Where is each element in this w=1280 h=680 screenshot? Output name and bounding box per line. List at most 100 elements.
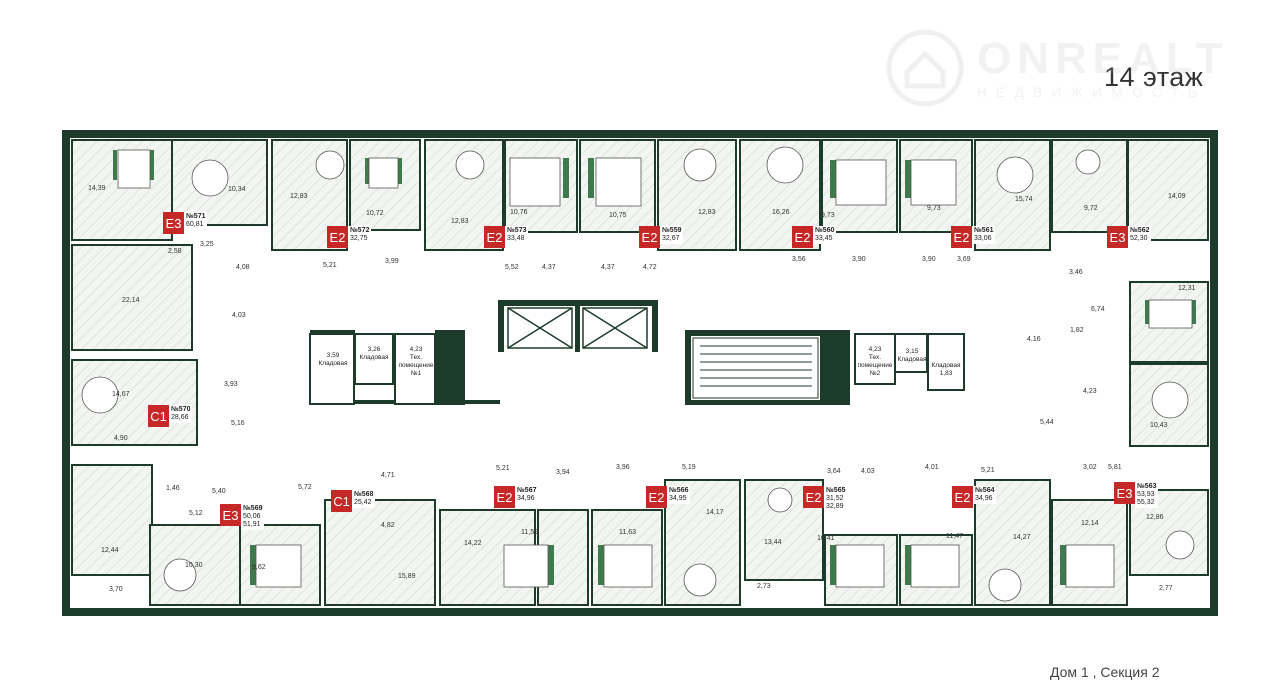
- furniture: [113, 150, 1196, 585]
- apartment-area: 33,45: [815, 235, 833, 242]
- room-area: 5,19: [682, 464, 696, 471]
- room-area: 3,94: [556, 469, 570, 476]
- room-area: 4,08: [236, 264, 250, 271]
- room-area: 3,99: [385, 258, 399, 265]
- apartment-number: №563: [1137, 483, 1157, 490]
- room-area: 3,93: [224, 381, 238, 388]
- room-area: 4,23: [1083, 388, 1097, 395]
- room-area: 11,63: [619, 529, 636, 536]
- room-area: 15,74: [1015, 196, 1033, 203]
- floor-title: 14 этаж: [1104, 62, 1204, 92]
- apartment-area: 25,42: [354, 499, 372, 506]
- watermark-sub: НЕДВИЖИМОСТЬ: [977, 84, 1207, 100]
- apartment-area-alt: 55,32: [1137, 499, 1155, 506]
- room-area: 14,39: [88, 185, 106, 192]
- core: [310, 300, 850, 405]
- apartment-type: E2: [951, 226, 972, 248]
- room-area: 14,09: [1168, 193, 1186, 200]
- apartment-area: 50,06: [243, 513, 261, 520]
- apartment-number: №572: [350, 227, 370, 234]
- room-area: 10,75: [609, 212, 627, 219]
- room-area: 3,70: [109, 586, 123, 593]
- room-area: 3,02: [1083, 464, 1097, 471]
- room-area: 5,12: [189, 510, 203, 517]
- service-room-label: Кладовая: [359, 354, 389, 361]
- room-area: 4,37: [542, 264, 556, 271]
- service-room-area: 3,15: [905, 348, 919, 355]
- room-area: 15,89: [398, 573, 416, 580]
- service-room-label: Тех. помещение №2: [857, 354, 893, 377]
- room-area: 12,83: [451, 218, 469, 225]
- footer-note: Дом 1 , Секция 2: [1050, 664, 1160, 680]
- beds: [117, 149, 1193, 588]
- room-area: 11,47: [946, 533, 963, 540]
- room-area: 1,46: [166, 485, 180, 492]
- apartment-number: №568: [354, 491, 374, 498]
- watermark-name: ONREALT: [977, 34, 1229, 83]
- round-tables: [81, 146, 1195, 602]
- room-area: 11,59: [521, 529, 538, 536]
- room-area: 6,74: [1091, 306, 1105, 313]
- room-area: 16,26: [772, 209, 790, 216]
- apartment-number: №565: [826, 487, 846, 494]
- apartment-type: E2: [484, 226, 505, 248]
- room-area: 3,90: [852, 256, 866, 263]
- apartment-area: 34,96: [975, 495, 993, 502]
- room-area: 9,62: [252, 564, 266, 571]
- apartment-number: №567: [517, 487, 537, 494]
- room-area: 4,72: [643, 264, 657, 271]
- apartment-area: 34,96: [517, 495, 535, 502]
- room-area: 9,72: [1084, 205, 1098, 212]
- service-room-label: Кладовая: [897, 356, 927, 363]
- service-room-area: 3,26: [367, 346, 381, 353]
- room-area: 14,67: [112, 391, 130, 398]
- service-room-area: 1,83: [939, 370, 953, 377]
- apartment-area: 33,48: [507, 235, 525, 242]
- service-room-label: Кладовая: [318, 360, 348, 367]
- apartment-area-alt: 51,91: [243, 521, 261, 528]
- apartment-type: E2: [792, 226, 813, 248]
- room-area: 10,43: [1150, 422, 1168, 429]
- apartment-area: 34,95: [669, 495, 687, 502]
- room-area: 5,21: [981, 467, 995, 474]
- apartment-number: №561: [974, 227, 994, 234]
- room-area: 5,52: [505, 264, 519, 271]
- service-room-area: 4,23: [868, 346, 882, 353]
- apartment-type: E2: [952, 486, 973, 508]
- service-room-area: 3,59: [326, 352, 340, 359]
- room-area: 4,01: [925, 464, 939, 471]
- room-area: 2,73: [757, 583, 771, 590]
- room-area: 4,37: [601, 264, 615, 271]
- apartment-area: 60,81: [186, 221, 204, 228]
- apartment-number: №573: [507, 227, 527, 234]
- staircase: [692, 337, 819, 399]
- room-area: 22,14: [122, 297, 140, 304]
- room-area: 12,83: [290, 193, 308, 200]
- room-area: 12,44: [101, 547, 119, 554]
- apartment-area: 32,67: [662, 235, 680, 242]
- room-area: 5,40: [212, 488, 226, 495]
- room-area: 4,03: [861, 468, 875, 475]
- left-rooms: [71, 359, 321, 606]
- room-area: 14,27: [1013, 534, 1031, 541]
- room-area: 3,64: [827, 468, 841, 475]
